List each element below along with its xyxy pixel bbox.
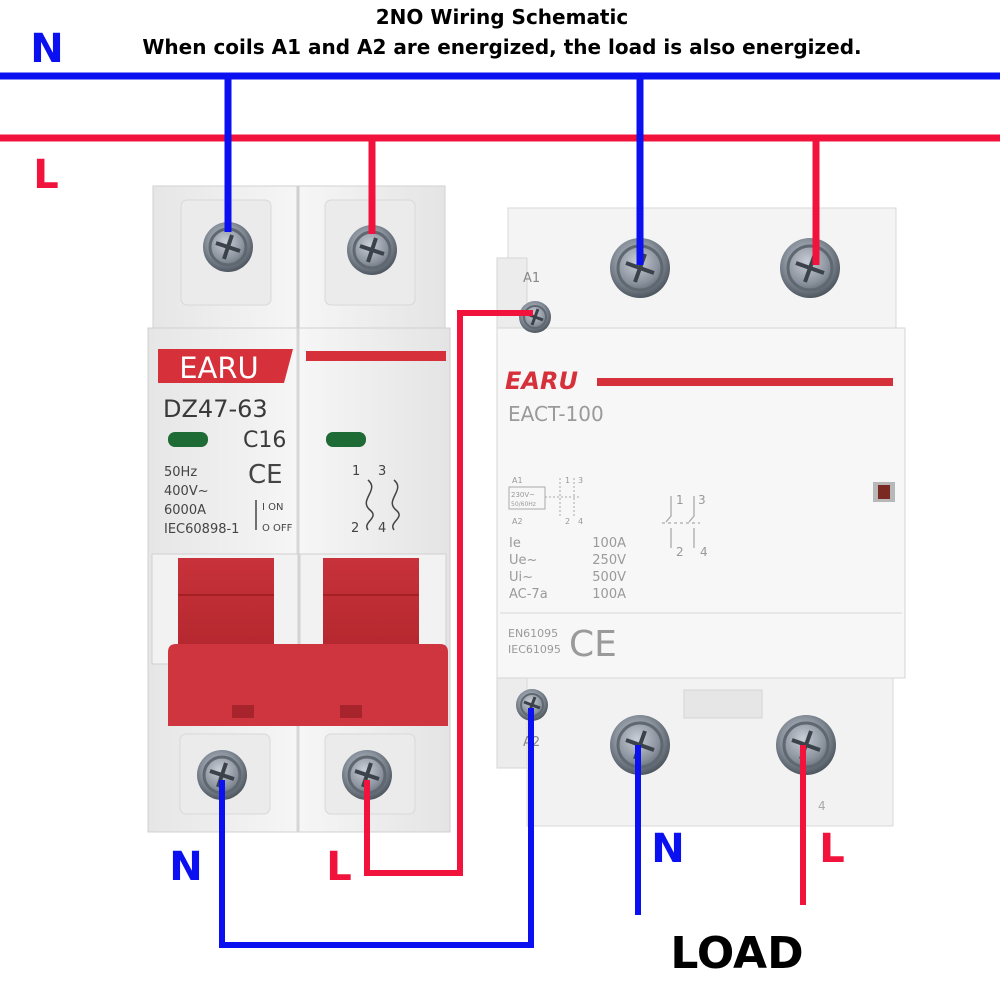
contactor-contact-symbol: 1 3 2 4: [662, 493, 708, 559]
contactor-terminal-4-label: 4: [818, 799, 826, 813]
svg-text:100A: 100A: [592, 587, 626, 602]
svg-text:AC-7a: AC-7a: [509, 587, 548, 602]
breaker-brand: EARU: [179, 351, 259, 385]
breaker-handle-right[interactable]: [323, 558, 419, 650]
wires: [219, 76, 820, 948]
breaker-model: DZ47-63: [163, 395, 268, 423]
breaker-handle-bar[interactable]: [168, 644, 448, 726]
diagram-title: 2NO Wiring Schematic: [376, 5, 628, 29]
contactor-coil-schematic: A1 230V~ 50/60Hz A2 1 3 2 4: [508, 476, 583, 526]
contactor-a1-label: A1: [523, 271, 540, 286]
wire-l-to-coil-a1: [364, 310, 533, 876]
circuit-breaker: EARU DZ47-63 C16 50Hz 400V~ 6000A IEC608…: [147, 185, 451, 833]
svg-text:500V: 500V: [592, 570, 626, 585]
diagram-subtitle: When coils A1 and A2 are energized, the …: [142, 35, 861, 59]
load-n-label: N: [651, 826, 684, 872]
svg-text:4: 4: [378, 521, 386, 536]
svg-text:2: 2: [351, 521, 359, 536]
svg-text:3: 3: [578, 476, 583, 485]
breaker-l-output-label: L: [326, 844, 352, 890]
svg-text:4: 4: [578, 517, 583, 526]
contactor: A1 A2 EARU EACT-100 A1 230V~ 50/60Hz A2 …: [496, 207, 906, 827]
breaker-bottom-screw-l: [342, 750, 392, 800]
svg-text:A1: A1: [512, 476, 523, 485]
svg-text:3: 3: [698, 493, 706, 507]
breaker-spec-breaking: 6000A: [164, 503, 206, 518]
breaker-spec-voltage: 400V~: [164, 484, 209, 499]
svg-text:100A: 100A: [592, 536, 626, 551]
breaker-handle-left[interactable]: [178, 558, 274, 650]
contactor-a1-screw: [519, 301, 551, 333]
svg-text:2: 2: [676, 545, 684, 559]
svg-text:Ue~: Ue~: [509, 553, 537, 568]
rail-l-label: L: [33, 152, 59, 198]
load-l-label: L: [819, 826, 845, 872]
svg-text:1: 1: [676, 493, 684, 507]
svg-text:50/60Hz: 50/60Hz: [511, 501, 536, 508]
svg-text:1: 1: [352, 464, 360, 479]
svg-text:Ie: Ie: [509, 536, 521, 551]
svg-text:250V: 250V: [592, 553, 626, 568]
breaker-off-label: O OFF: [262, 523, 293, 534]
svg-text:A2: A2: [512, 517, 523, 526]
breaker-spec-standard: IEC60898-1: [164, 522, 239, 537]
breaker-n-output-label: N: [169, 844, 202, 890]
contactor-standard-en: EN61095: [508, 627, 558, 640]
svg-text:3: 3: [378, 464, 386, 479]
breaker-rating: C16: [243, 428, 286, 453]
svg-text:230V~: 230V~: [511, 491, 535, 499]
contactor-brand: EARU: [505, 367, 578, 395]
load-label: LOAD: [670, 928, 803, 979]
svg-text:Ui~: Ui~: [509, 570, 533, 585]
breaker-ce-mark: CE: [248, 460, 283, 490]
breaker-pole-symbol: 1 3 2 4: [351, 464, 400, 536]
svg-text:2: 2: [565, 517, 570, 526]
contactor-ce-mark: CE: [569, 624, 617, 665]
wire-n-to-coil-a2: [219, 708, 534, 948]
contactor-standard-iec: IEC61095: [508, 643, 561, 656]
rail-n-label: N: [30, 26, 63, 72]
contactor-ratings: Ie 100A Ue~ 250V Ui~ 500V AC-7a 100A: [509, 536, 626, 602]
breaker-on-label: I ON: [262, 502, 283, 513]
svg-text:4: 4: [700, 545, 708, 559]
breaker-indicator-2: [326, 432, 366, 447]
breaker-indicator-1: [168, 432, 208, 447]
contactor-model: EACT-100: [508, 402, 604, 426]
breaker-spec-freq: 50Hz: [164, 465, 197, 480]
svg-text:1: 1: [565, 476, 570, 485]
contactor-top-screw-3: [780, 238, 840, 298]
